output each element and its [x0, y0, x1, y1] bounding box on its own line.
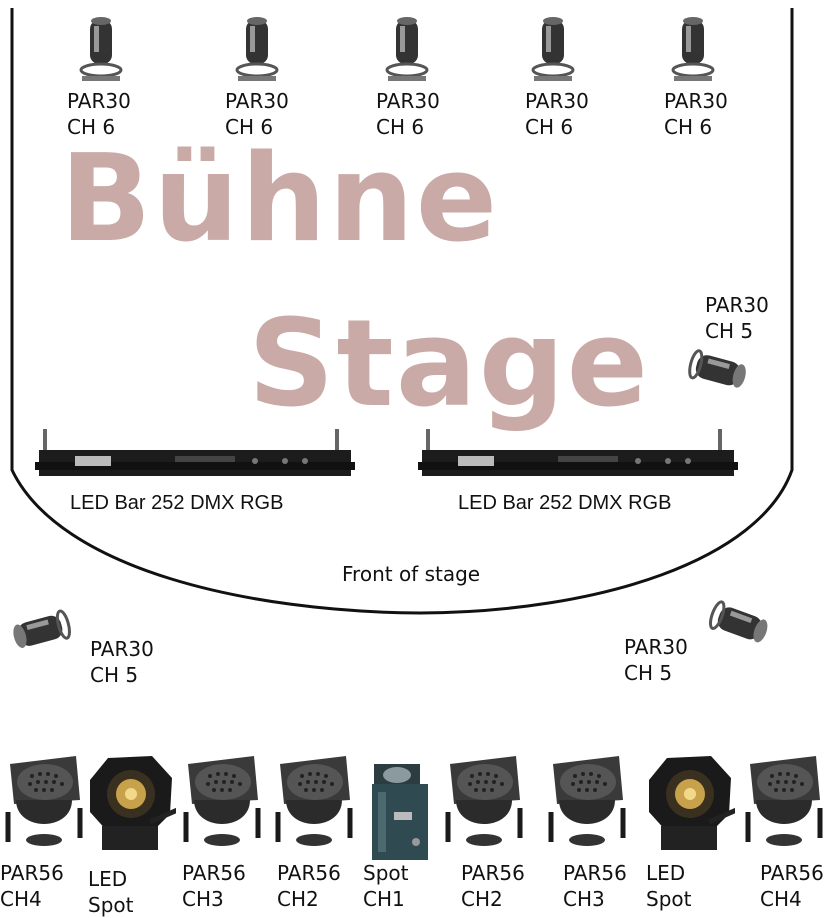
- par30-can-icon: [13, 609, 71, 648]
- par56-can-icon: [183, 756, 261, 846]
- front-of-stage-label: Front of stage: [342, 562, 481, 586]
- led-spot-icon: [649, 756, 743, 850]
- par56-fixture[interactable]: [742, 752, 828, 856]
- par56-fixture[interactable]: [545, 752, 631, 856]
- par56-can-icon: [745, 756, 823, 846]
- par30-can-icon: [79, 17, 123, 81]
- ledspot-fixture[interactable]: [645, 752, 743, 860]
- par30-can-icon: [671, 17, 715, 81]
- par56-fixture[interactable]: [2, 752, 88, 856]
- watermark-stage: Stage: [248, 295, 651, 434]
- par30-top-fixture[interactable]: [670, 16, 716, 90]
- spot-icon: [372, 764, 428, 860]
- par56-can-icon: [275, 756, 353, 846]
- led-bar-1-label: LED Bar 252 DMX RGB: [70, 492, 284, 514]
- led-spot-icon: [90, 756, 184, 850]
- par30-can-icon: [688, 349, 746, 388]
- par30-front-left-fixture[interactable]: [12, 605, 82, 657]
- ledspot-fixture[interactable]: [86, 752, 184, 860]
- par56-fixture[interactable]: [272, 752, 358, 856]
- spot-fixture[interactable]: [368, 762, 434, 866]
- par30-can-icon: [531, 17, 575, 81]
- par30-top-fixture[interactable]: [234, 16, 280, 90]
- led-bar-2-label: LED Bar 252 DMX RGB: [458, 492, 672, 514]
- par30-can-icon: [708, 600, 768, 643]
- par30-can-icon: [235, 17, 279, 81]
- par56-fixture[interactable]: [442, 752, 528, 856]
- watermark-buehne: Bühne: [60, 130, 500, 269]
- par56-can-icon: [445, 756, 523, 846]
- par30-front-right-fixture[interactable]: [700, 598, 772, 650]
- led-bar-2[interactable]: [418, 428, 738, 488]
- led-bar-icon: [35, 429, 355, 476]
- par56-fixture[interactable]: [180, 752, 266, 856]
- led-bar-icon: [418, 429, 738, 476]
- par30-top-fixture[interactable]: [78, 16, 124, 90]
- par56-can-icon: [548, 756, 626, 846]
- par30-top-fixture[interactable]: [530, 16, 576, 90]
- par30-side-fixture[interactable]: [682, 348, 752, 396]
- par30-top-fixture[interactable]: [384, 16, 430, 90]
- par30-can-icon: [385, 17, 429, 81]
- led-bar-1[interactable]: [35, 428, 355, 488]
- par56-can-icon: [5, 756, 83, 846]
